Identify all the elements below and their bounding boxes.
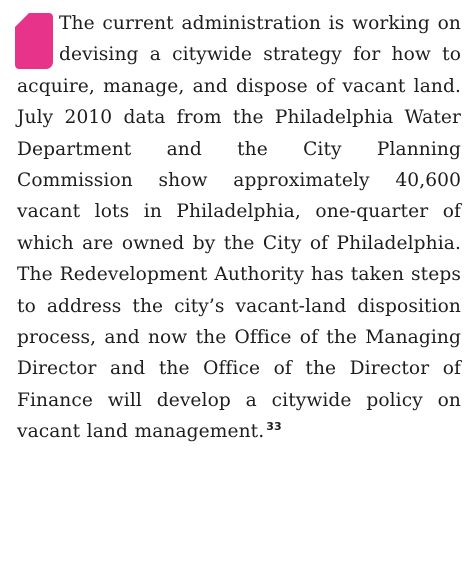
- pink-bullet-marker: [15, 13, 53, 69]
- footnote-reference: 33: [266, 420, 282, 434]
- paragraph-text: The current administration is working on…: [17, 13, 461, 443]
- body-paragraph: The current administration is working on…: [15, 8, 461, 448]
